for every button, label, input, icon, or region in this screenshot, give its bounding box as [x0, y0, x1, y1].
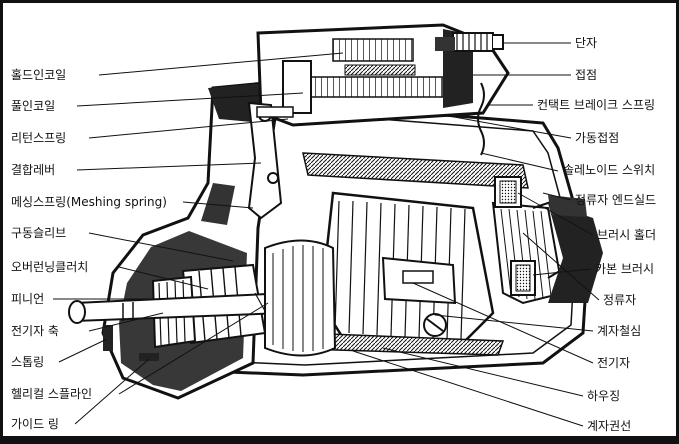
label-contact: 접점 — [575, 68, 598, 82]
field-coil-top — [302, 152, 529, 189]
frame-bottom-bar — [3, 436, 676, 441]
engaging-lever — [247, 101, 283, 220]
label-armature-shaft: 전기자 축 — [11, 324, 59, 338]
label-solenoid-switch: 솔레노이드 스위치 — [563, 163, 656, 177]
label-commutator-end-shield: 정류자 엔드실드 — [575, 193, 657, 207]
label-field-core: 계자철심 — [597, 324, 642, 338]
leader-lines-right — [352, 42, 600, 427]
label-drive-sleeve: 구동슬리브 — [11, 226, 67, 240]
label-contact-break-spring: 컨택트 브레이크 스프링 — [537, 98, 656, 112]
starter-motor-cutaway — [53, 23, 603, 427]
label-return-spring: 리턴스프링 — [11, 131, 67, 145]
label-hold-in-coil: 홀드인코일 — [11, 68, 67, 82]
label-armature: 전기자 — [597, 356, 631, 370]
label-field-winding: 계자권선 — [587, 419, 632, 433]
label-overrunning-clutch: 오버런닝클러치 — [11, 260, 89, 274]
label-guide-ring: 가이드 링 — [11, 417, 59, 431]
label-terminal: 단자 — [575, 36, 598, 50]
guide-ring — [139, 353, 159, 361]
label-meshing-spring: 메싱스프링(Meshing spring) — [11, 195, 167, 209]
label-helical-spline: 헬리컬 스플라인 — [11, 387, 93, 401]
label-commutator: 정류자 — [603, 293, 637, 307]
label-brush-holder: 브러시 홀더 — [597, 228, 657, 242]
label-pinion: 피니언 — [11, 292, 45, 306]
label-pull-in-coil: 풀인코일 — [11, 99, 56, 113]
label-housing: 하우징 — [587, 389, 621, 403]
label-engaging-lever: 결합레버 — [11, 163, 56, 177]
stop-ring — [103, 325, 113, 351]
label-carbon-brush: 카본 브러시 — [595, 262, 655, 276]
label-stop-ring: 스톱링 — [11, 355, 45, 369]
label-moving-contact: 가동접점 — [575, 131, 620, 145]
leader-lines-left — [53, 52, 344, 425]
